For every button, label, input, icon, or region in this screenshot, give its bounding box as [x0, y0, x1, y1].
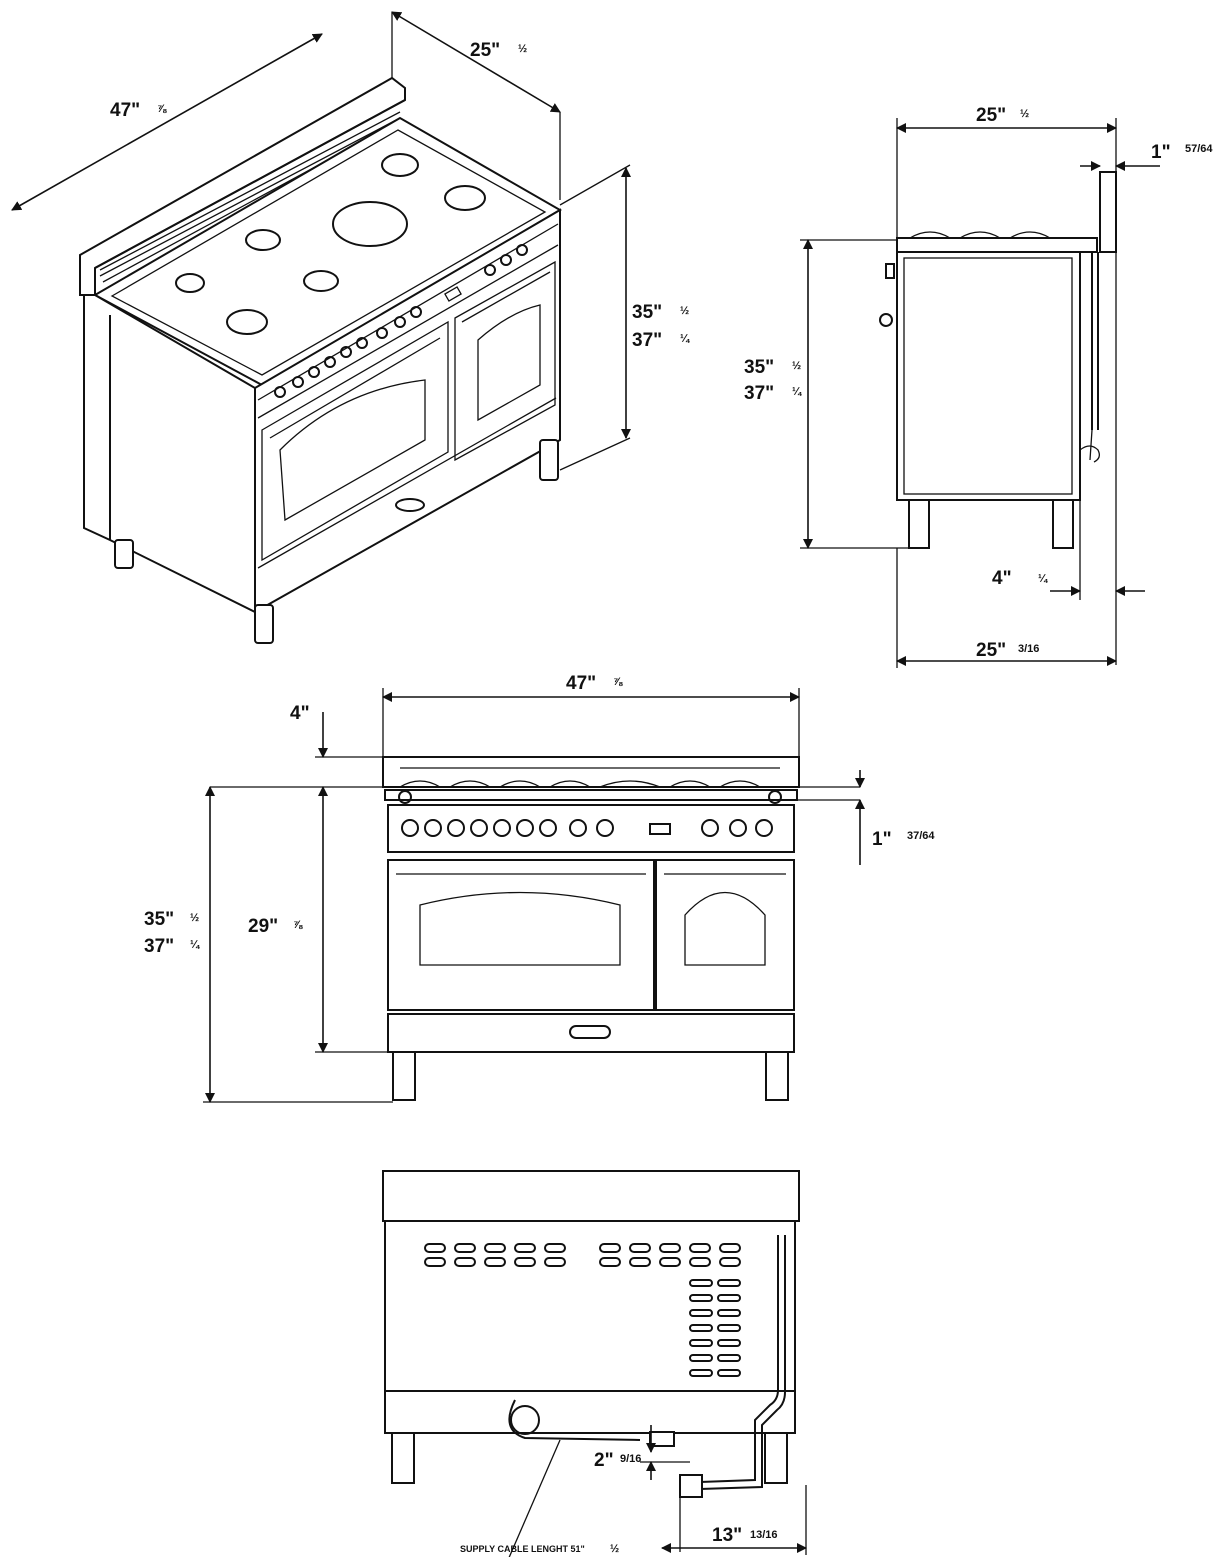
isometric-view	[79, 76, 562, 644]
side-backguard-frac: 57/64	[1185, 143, 1213, 155]
iso-dimensions	[11, 11, 631, 471]
iso-depth-label: 25"	[470, 40, 500, 61]
front-view	[382, 756, 800, 1101]
front-bodyheight-frac: ⅞	[293, 919, 303, 931]
front-dimensions	[203, 688, 865, 1103]
rear-side-vents	[689, 1279, 741, 1377]
front-topgap-frac: 37/64	[907, 830, 935, 842]
rear-cable-height-frac: 9/16	[620, 1453, 641, 1465]
side-depth-bottom-frac: 3/16	[1018, 643, 1039, 655]
side-offset-label: 4"	[992, 568, 1012, 589]
front-height1-label: 35"	[144, 909, 174, 930]
iso-knobs	[274, 244, 528, 398]
side-offset-frac: ¼	[1038, 573, 1048, 585]
side-view	[879, 171, 1117, 549]
iso-height2-frac: ¼	[680, 333, 690, 345]
rear-dimensions	[508, 1425, 807, 1557]
side-height1-label: 35"	[744, 357, 774, 378]
front-width-label: 47"	[566, 673, 596, 694]
iso-height2-label: 37"	[632, 330, 662, 351]
side-height2-label: 37"	[744, 383, 774, 404]
cooktop-burners	[175, 153, 486, 335]
front-topgap-label: 1"	[872, 829, 892, 850]
iso-depth-frac: ½	[518, 43, 527, 55]
side-depth-top-label: 25"	[976, 105, 1006, 126]
front-knobs	[401, 819, 773, 837]
front-bodyheight-label: 29"	[248, 916, 278, 937]
rear-top-vents	[424, 1243, 741, 1267]
side-dimensions	[800, 118, 1160, 668]
side-height2-frac: ¼	[792, 386, 802, 398]
side-depth-bottom-label: 25"	[976, 640, 1006, 661]
supply-cable-note-frac: ½	[610, 1543, 619, 1555]
rear-cable-height-label: 2"	[594, 1450, 614, 1471]
rear-cable-offset-label: 13"	[712, 1525, 742, 1546]
front-height1-frac: ½	[190, 912, 199, 924]
side-height1-frac: ½	[792, 360, 801, 372]
iso-width-frac: ⅞	[157, 103, 167, 115]
iso-width-label: 47"	[110, 100, 140, 121]
side-depth-top-frac: ½	[1020, 108, 1029, 120]
front-width-frac: ⅞	[613, 676, 623, 688]
iso-height1-frac: ½	[680, 305, 689, 317]
iso-height1-label: 35"	[632, 302, 662, 323]
rear-cable-offset-frac: 13/16	[750, 1529, 778, 1541]
front-height2-frac: ¼	[190, 939, 200, 951]
rear-view	[382, 1170, 800, 1498]
front-backguard-label: 4"	[290, 703, 310, 724]
supply-cable-note: SUPPLY CABLE LENGHT 51"	[460, 1544, 585, 1554]
front-height2-label: 37"	[144, 936, 174, 957]
side-backguard-label: 1"	[1151, 142, 1171, 163]
